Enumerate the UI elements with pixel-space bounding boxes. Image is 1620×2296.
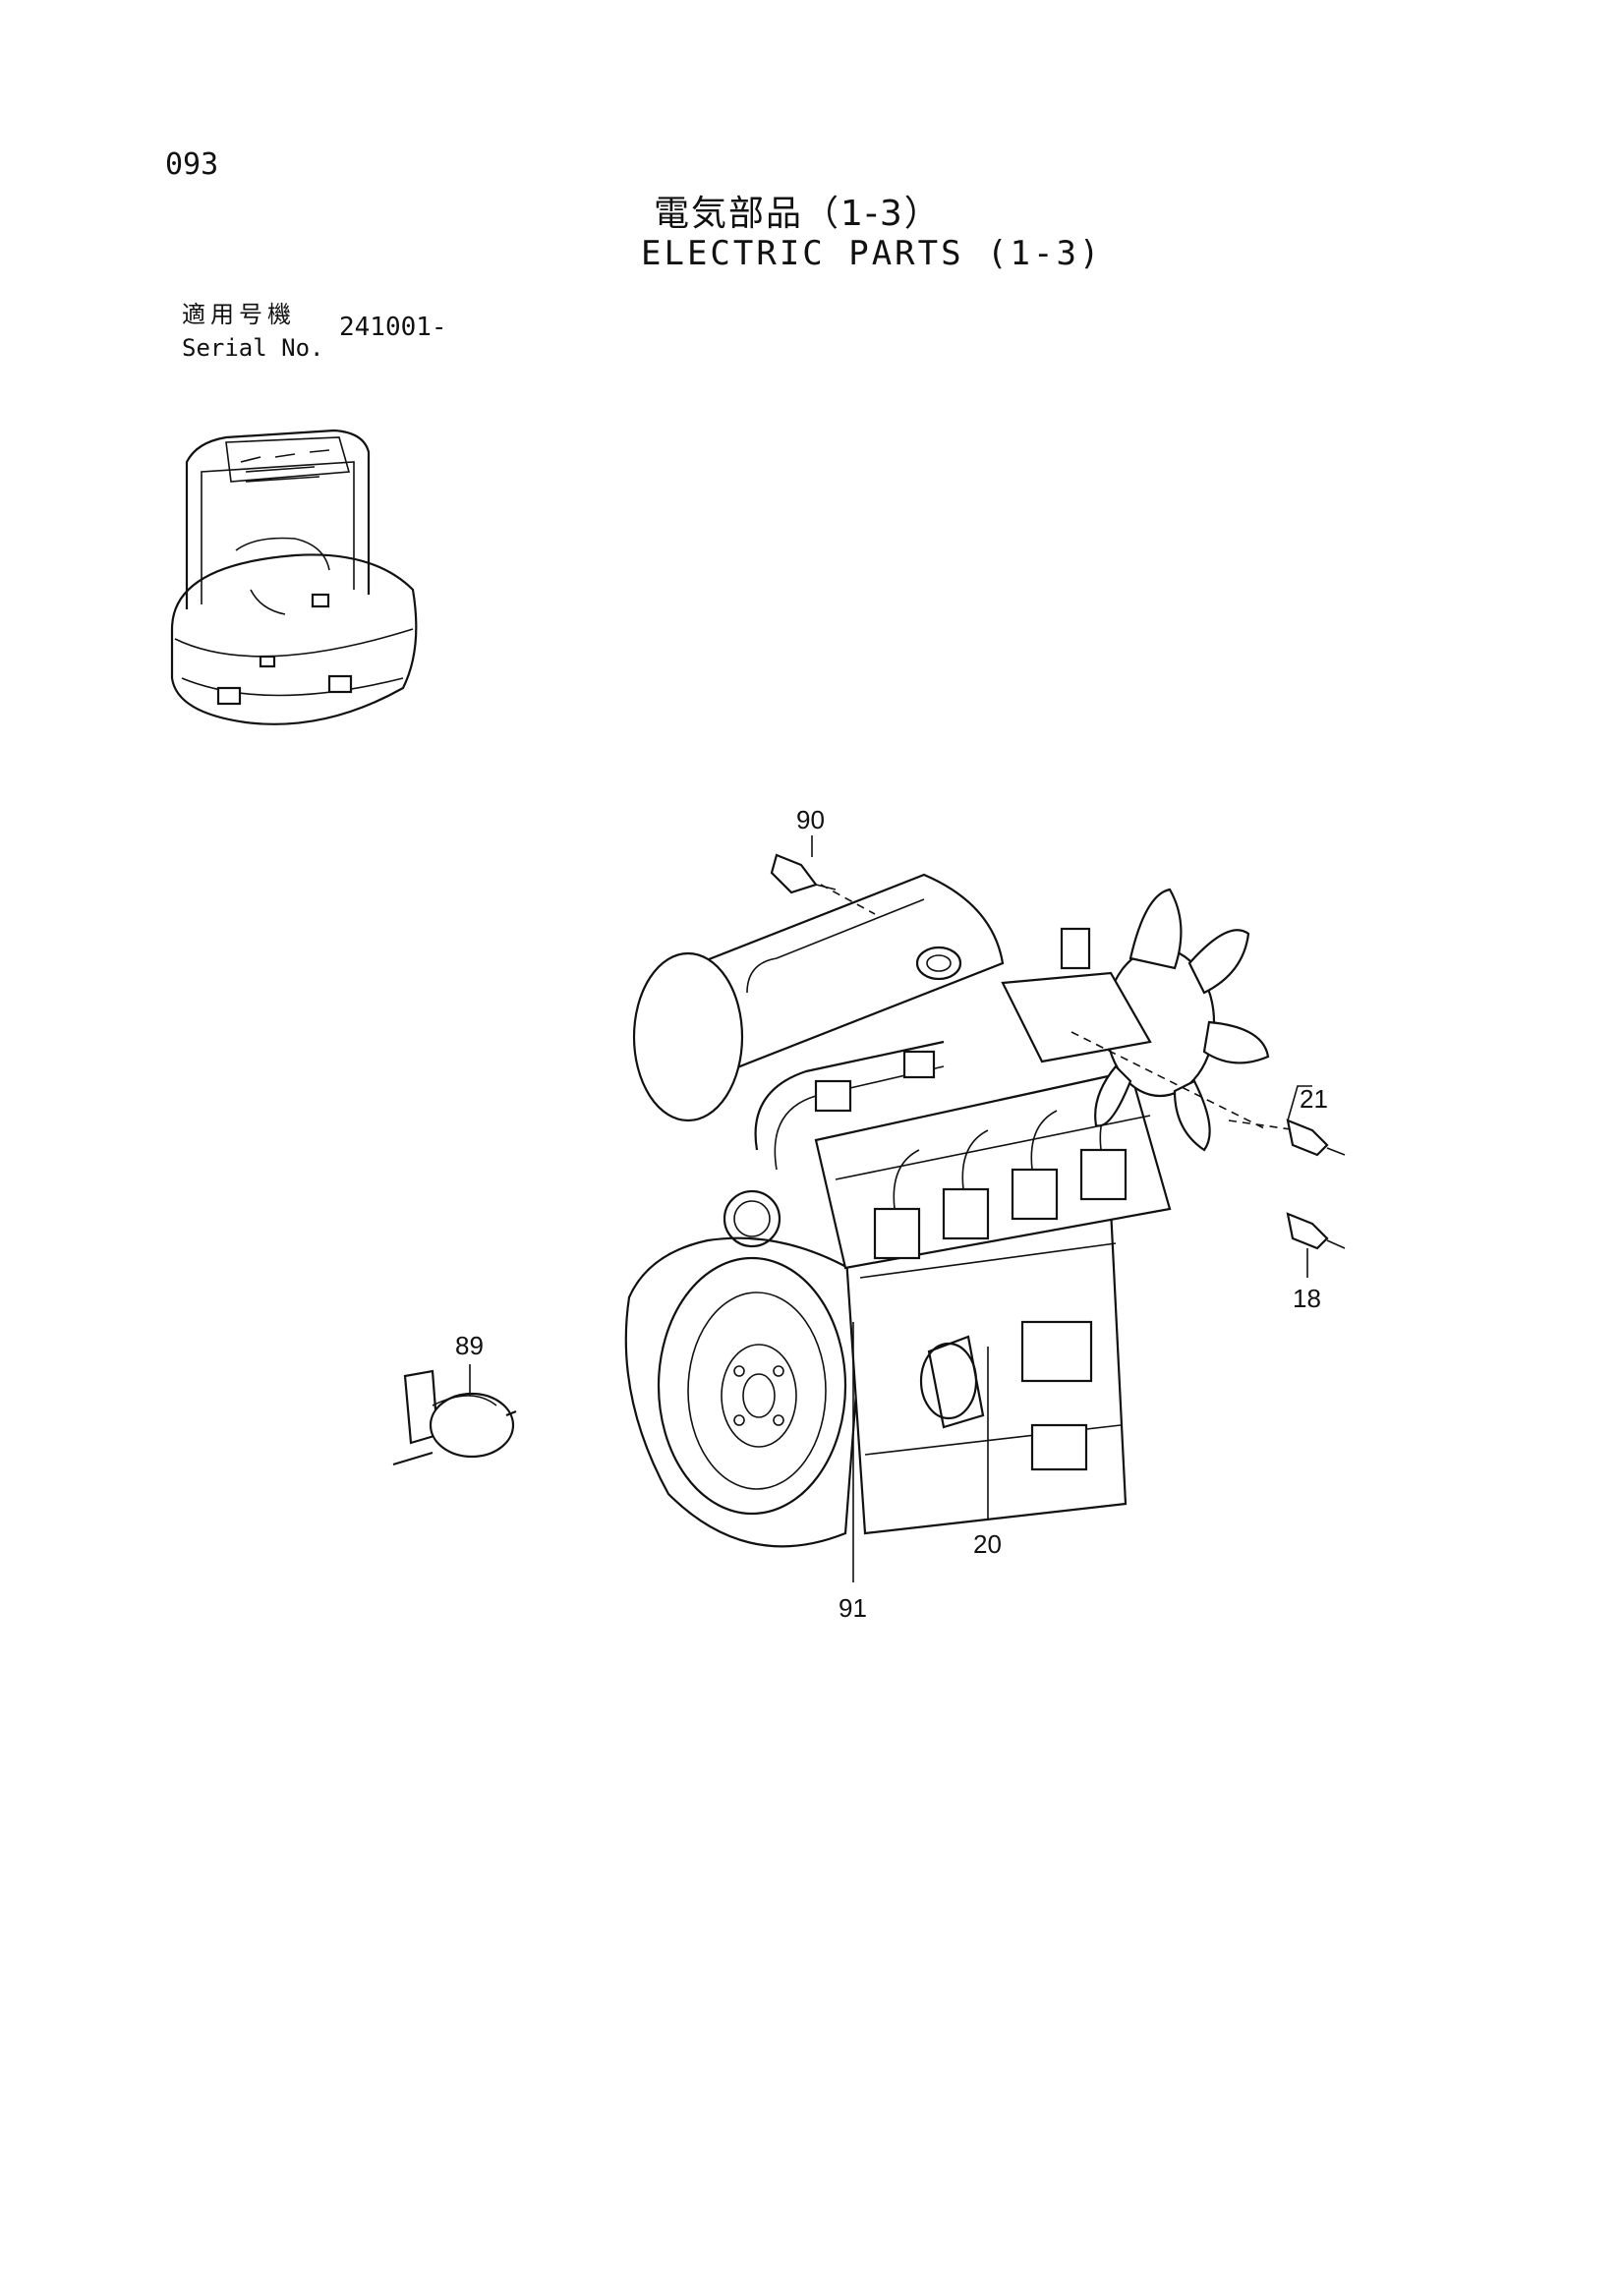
part-89-component xyxy=(392,1369,517,1466)
page-title-jp: 電気部品（1-3） xyxy=(654,194,942,234)
page-number: 093 xyxy=(165,147,219,182)
callout-21: 21 xyxy=(1300,1084,1328,1114)
part-90-sensor xyxy=(770,853,876,915)
page-title-en: ELECTRIC PARTS (1-3) xyxy=(641,234,1103,273)
serial-value: 241001- xyxy=(339,313,447,342)
callout-20: 20 xyxy=(973,1529,1002,1559)
callout-18: 18 xyxy=(1293,1284,1321,1313)
excavator-locator-image xyxy=(170,429,418,725)
callout-90: 90 xyxy=(796,805,825,834)
serial-label-jp: 適用号機 xyxy=(182,301,296,328)
callout-89: 89 xyxy=(455,1331,484,1360)
part-18-plug xyxy=(1286,1212,1346,1250)
leader-21 xyxy=(1287,1085,1312,1121)
engine-assembly-drawing xyxy=(624,873,1299,1548)
part-21-plug xyxy=(1286,1119,1346,1157)
serial-label-en: Serial No. xyxy=(182,334,324,362)
cooling-fan xyxy=(1060,888,1270,1152)
callout-91: 91 xyxy=(839,1593,867,1623)
